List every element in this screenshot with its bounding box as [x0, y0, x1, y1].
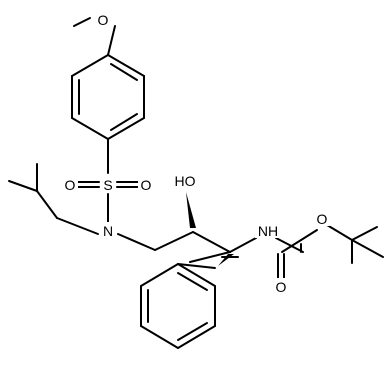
phenyl-ring — [140, 263, 216, 349]
wedge-bond-hydroxyl — [186, 192, 196, 228]
wedge-bond-benzyl — [218, 254, 234, 266]
carbonyl-oxygen-label: O — [276, 279, 287, 295]
sulfur-label: S — [103, 177, 112, 193]
methoxyphenyl-ring — [71, 54, 145, 140]
bonds — [8, 17, 384, 349]
methoxy-oxygen-label: O — [98, 12, 109, 28]
atom-labels: O O S O N HO NH O O — [62, 12, 330, 295]
sulfonyl-oxygen-left-label: O — [65, 177, 76, 193]
nitrogen-sulfonamide-label: N — [103, 223, 113, 239]
hydroxyl-label: HO — [175, 173, 196, 189]
nitrogen-carbamate-label: NH — [258, 223, 278, 239]
sulfonyl-oxygen-right-label: O — [141, 177, 152, 193]
ester-oxygen-label: O — [317, 211, 328, 227]
